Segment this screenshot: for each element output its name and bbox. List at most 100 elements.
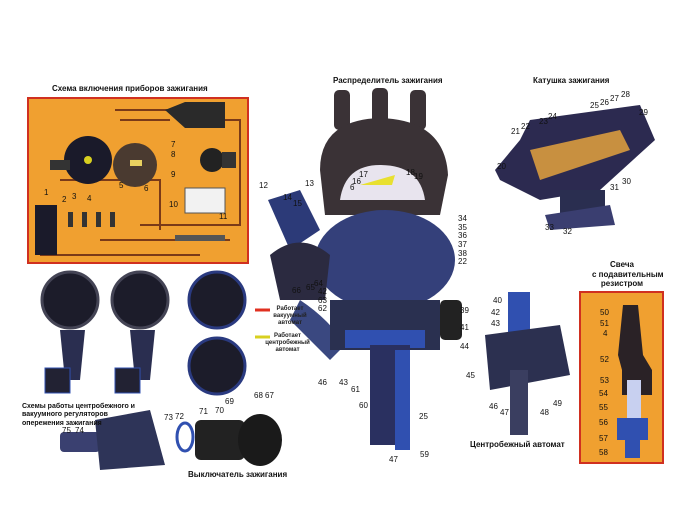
callout: 8 xyxy=(171,150,176,159)
callout: 4 xyxy=(87,194,92,203)
callout: 6 xyxy=(350,183,355,192)
callout: 21 xyxy=(511,127,520,136)
callout: 43 xyxy=(491,319,500,328)
callout: 5 xyxy=(119,181,124,190)
callout: 46 xyxy=(318,378,327,387)
callout: 52 xyxy=(600,355,609,364)
callout: 14 xyxy=(283,193,292,202)
callout: 66 xyxy=(292,286,301,295)
callout: 42 xyxy=(491,308,500,317)
callout: 36 xyxy=(458,231,467,240)
callout: 12 xyxy=(259,181,268,190)
regulator-diagrams xyxy=(40,270,270,396)
ignition-switch-illustration xyxy=(60,410,282,470)
spark-plug-title-line1: Свеча xyxy=(610,260,634,269)
callout: 23 xyxy=(539,117,548,126)
callout: 41 xyxy=(460,323,469,332)
callout: 9 xyxy=(171,170,176,179)
callout: 73 xyxy=(164,413,173,422)
callout: 69 xyxy=(225,397,234,406)
callout: 74 xyxy=(75,426,84,435)
callout: 48 xyxy=(540,408,549,417)
spark-plug-title-line3: резистром xyxy=(600,279,644,289)
callout: 40 xyxy=(493,296,502,305)
callout: 71 xyxy=(199,407,208,416)
callout: 24 xyxy=(548,112,557,121)
callout: 47 xyxy=(500,408,509,417)
callout: 35 xyxy=(458,223,467,232)
legend-vacuum: Работает вакуумный автомат xyxy=(273,306,307,327)
callout: 53 xyxy=(600,376,609,385)
callout: 55 xyxy=(599,403,608,412)
callout: 45 xyxy=(466,371,475,380)
callout: 3 xyxy=(72,192,77,201)
callout: 46 xyxy=(489,402,498,411)
wiring-diagram-title: Схема включения приборов зажигания xyxy=(52,84,208,93)
callout: 17 xyxy=(359,170,368,179)
callout: 64 xyxy=(314,279,323,288)
callout: 65 xyxy=(306,283,315,292)
callout: 30 xyxy=(622,177,631,186)
distributor-title: Распределитель зажигания xyxy=(333,76,443,85)
callout: 34 xyxy=(458,214,467,223)
callout: 25 xyxy=(419,412,428,421)
callout: 54 xyxy=(599,389,608,398)
callout: 16 xyxy=(352,177,361,186)
callout: 29 xyxy=(639,108,648,117)
legend-centrifugal: Работает центробежный автомат xyxy=(265,333,310,354)
switch-title: Выключатель зажигания xyxy=(188,470,288,479)
callout: 39 xyxy=(460,306,469,315)
callout: 25 xyxy=(590,101,599,110)
callout: 7 xyxy=(171,140,176,149)
distributor-illustration xyxy=(268,88,462,450)
callout: 59 xyxy=(420,450,429,459)
callout: 38 xyxy=(458,249,467,258)
callout: 27 xyxy=(610,94,619,103)
callout: 75 xyxy=(62,426,71,435)
callout: 22 xyxy=(521,122,530,131)
callout: 72 xyxy=(175,412,184,421)
callout: 31 xyxy=(610,183,619,192)
centrifugal-title: Центробежный автомат xyxy=(470,440,565,449)
callout: 15 xyxy=(293,199,302,208)
callout: 13 xyxy=(305,179,314,188)
callout: 61 xyxy=(351,385,360,394)
callout: 4 xyxy=(603,329,608,338)
callout: 11 xyxy=(219,212,228,221)
callout: 32 xyxy=(563,227,572,236)
wiring-diagram-panel xyxy=(27,97,249,264)
callout: 51 xyxy=(600,319,609,328)
callout: 42 xyxy=(318,287,327,296)
coil-title: Катушка зажигания xyxy=(533,76,610,85)
callout: 6 xyxy=(144,184,149,193)
callout: 60 xyxy=(359,401,368,410)
spark-plug-title-line2: с подавительным xyxy=(592,269,664,279)
callout: 2 xyxy=(62,195,67,204)
callout: 62 xyxy=(318,304,327,313)
callout: 50 xyxy=(600,308,609,317)
callout: 20 xyxy=(497,162,506,171)
callout: 37 xyxy=(458,240,467,249)
callout: 28 xyxy=(621,90,630,99)
regulators-caption: Схемы работы центробежного и вакуумного … xyxy=(22,403,135,427)
callout: 49 xyxy=(553,399,562,408)
coil-illustration xyxy=(495,105,655,230)
callout: 63 xyxy=(318,296,327,305)
centrifugal-illustration xyxy=(485,292,570,435)
callout: 44 xyxy=(460,342,469,351)
callout: 70 xyxy=(215,406,224,415)
callout: 1 xyxy=(44,188,49,197)
callout: 26 xyxy=(600,98,609,107)
callout: 57 xyxy=(599,434,608,443)
callout: 68 xyxy=(254,391,263,400)
callout: 58 xyxy=(599,448,608,457)
spark-plug-panel xyxy=(579,291,664,464)
callout: 56 xyxy=(599,418,608,427)
callout: 67 xyxy=(265,391,274,400)
spark-plug-title: Свеча с подавительным резистром xyxy=(592,260,664,289)
callout: 18 xyxy=(406,168,415,177)
callout: 10 xyxy=(169,200,178,209)
callout: 19 xyxy=(414,172,423,181)
callout: 33 xyxy=(545,223,554,232)
